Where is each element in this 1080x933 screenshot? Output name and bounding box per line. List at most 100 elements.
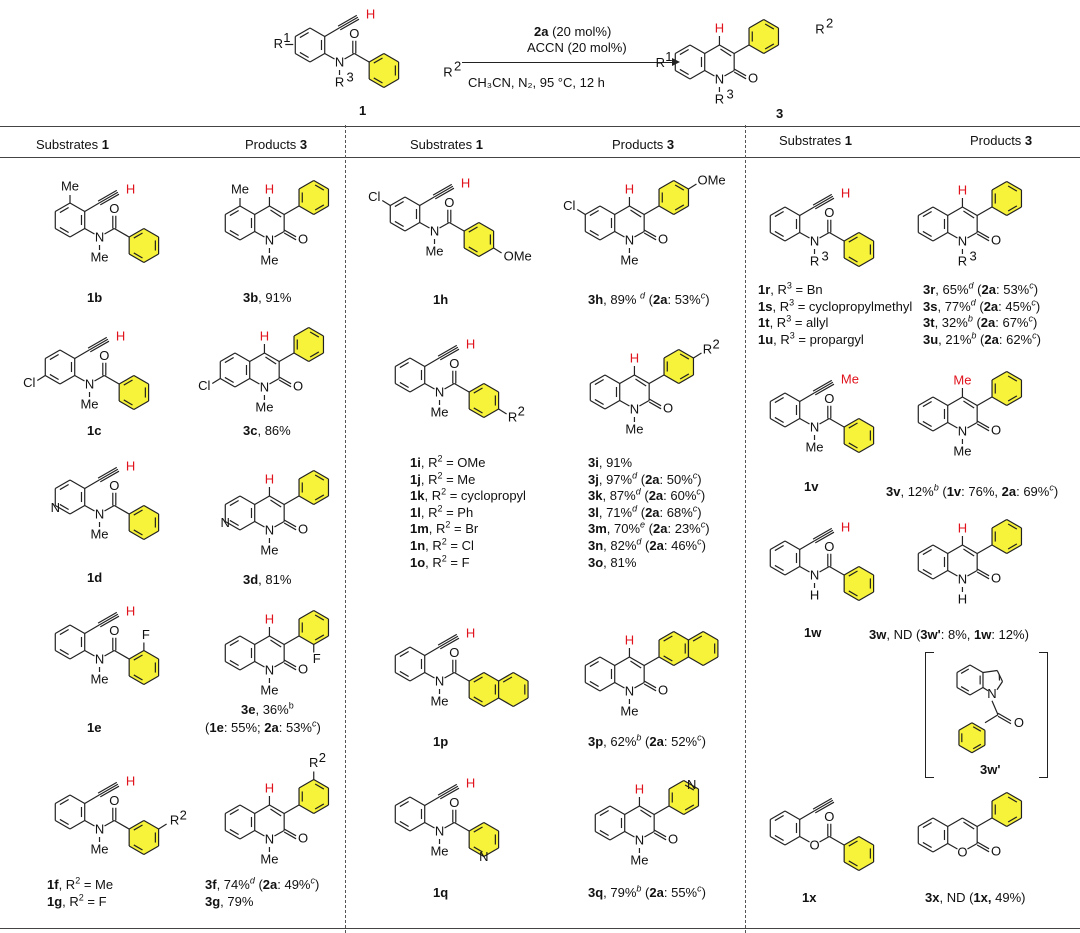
ring-bond (784, 417, 801, 428)
bond (104, 649, 115, 657)
highlight-ring (992, 371, 1022, 406)
r-group: R (703, 341, 712, 356)
highlight-ring (129, 650, 159, 685)
double-bond (630, 209, 642, 218)
bond (344, 52, 355, 60)
ring-bond (143, 845, 159, 856)
carbonyl-bond (976, 568, 990, 577)
double-bond (1007, 816, 1018, 823)
conditions-reagent: 2a (20 mol%) (534, 24, 612, 39)
carbonyl-bond (976, 420, 990, 429)
carbonyl-bond (997, 715, 1012, 725)
ring-bond (54, 227, 71, 238)
ring-bond (624, 805, 640, 816)
ring-heteroatom: N (958, 423, 967, 438)
ring-bond (678, 374, 694, 385)
double-bond (224, 357, 234, 364)
bond (819, 417, 830, 425)
ring-bond (239, 495, 256, 506)
fluorine-label: F (313, 651, 321, 666)
ring-bond (969, 664, 984, 674)
alkyne-terminus: H (461, 176, 470, 191)
double-bond (922, 549, 932, 556)
double-bond (960, 686, 970, 692)
double-bond (922, 211, 932, 218)
ring-bond (678, 348, 694, 359)
highlight-ring (129, 505, 159, 540)
carbonyl-bond (283, 232, 297, 241)
ring-bond (719, 44, 735, 55)
oxygen-label: O (449, 356, 459, 371)
ring-bond (219, 377, 236, 388)
ring-bond (483, 821, 499, 832)
double-bond (399, 801, 409, 808)
ring-bond (274, 520, 285, 528)
highlight-ring (464, 222, 494, 257)
ring-bond (584, 656, 601, 667)
ring-bond (394, 671, 411, 682)
oxygen-label: O (298, 232, 308, 247)
ring-bond (668, 805, 685, 816)
ring-bond (594, 830, 611, 841)
oxygen-label: O (298, 831, 308, 846)
substrate-variant-label: 1s, R3 = cyclopropylmethyl (758, 297, 913, 314)
product-3i-3o-list: 3i, 91%3j, 97%d (2a: 50%c)3k, 87%d (2a: … (588, 455, 710, 571)
ring-bond (917, 842, 934, 853)
ring-bond (1006, 180, 1022, 191)
reaction-arrowhead (672, 58, 680, 66)
ring-bond (368, 78, 385, 89)
product-variant-yield: 3r, 65%d (2a: 53%c) (923, 280, 1039, 297)
ring-bond (409, 796, 426, 807)
alkyne-bond (434, 187, 455, 200)
ring-bond (599, 656, 616, 667)
double-bond (1007, 543, 1018, 550)
ring-bond (614, 205, 630, 216)
ring-bond (69, 649, 86, 660)
c4-substituent: H (958, 182, 967, 197)
superscript: 1 (665, 49, 672, 64)
ring-bond (463, 247, 480, 258)
ring-bond (769, 810, 786, 821)
bond (976, 206, 993, 217)
bond (84, 504, 95, 512)
c4-substituent: H (265, 471, 274, 486)
substrate-number: 1 (359, 103, 367, 118)
double-bond (229, 210, 239, 217)
alkyne-bond (432, 183, 453, 196)
oxygen-label: O (991, 571, 1001, 586)
ring-bond (128, 845, 145, 856)
ring-bond (858, 257, 874, 268)
product-variant-yield: 3k, 87%d (2a: 60%c) (588, 486, 706, 504)
carbonyl-bond (653, 829, 667, 838)
ring-heteroatom: N (635, 832, 644, 847)
ring-bond (917, 544, 934, 555)
n-substituent: Me (630, 852, 648, 867)
alkyne-bond (814, 197, 835, 210)
alkyne-bond (99, 193, 120, 206)
bond (976, 544, 993, 555)
ring-bond (224, 804, 241, 815)
alkyne-bond (437, 783, 458, 796)
c4-substituent: H (635, 781, 644, 796)
ring-bond (663, 374, 680, 385)
ring-bond (404, 196, 421, 207)
ring-bond (269, 377, 280, 385)
header-substrates-3: Substrates 1 (779, 133, 852, 148)
ring-bond (468, 408, 485, 419)
ring-bond (634, 374, 650, 385)
bond (283, 205, 300, 216)
ring-bond (264, 352, 280, 363)
bond (444, 382, 455, 390)
product-variant-yield: 3o, 81% (588, 554, 637, 570)
bond (74, 374, 85, 382)
n-substituent: Me (625, 421, 643, 436)
ring-bond (932, 544, 949, 555)
ring-heteroatom: N (958, 233, 967, 248)
bond (498, 408, 507, 415)
product-3r-3u-list: 3r, 65%d (2a: 53%c)3s, 77%d (2a: 45%c)3t… (923, 280, 1041, 348)
bracket-left (925, 652, 934, 778)
ring-bond (54, 794, 71, 805)
double-bond (630, 660, 642, 669)
alkyne-terminus: Me (841, 372, 859, 387)
